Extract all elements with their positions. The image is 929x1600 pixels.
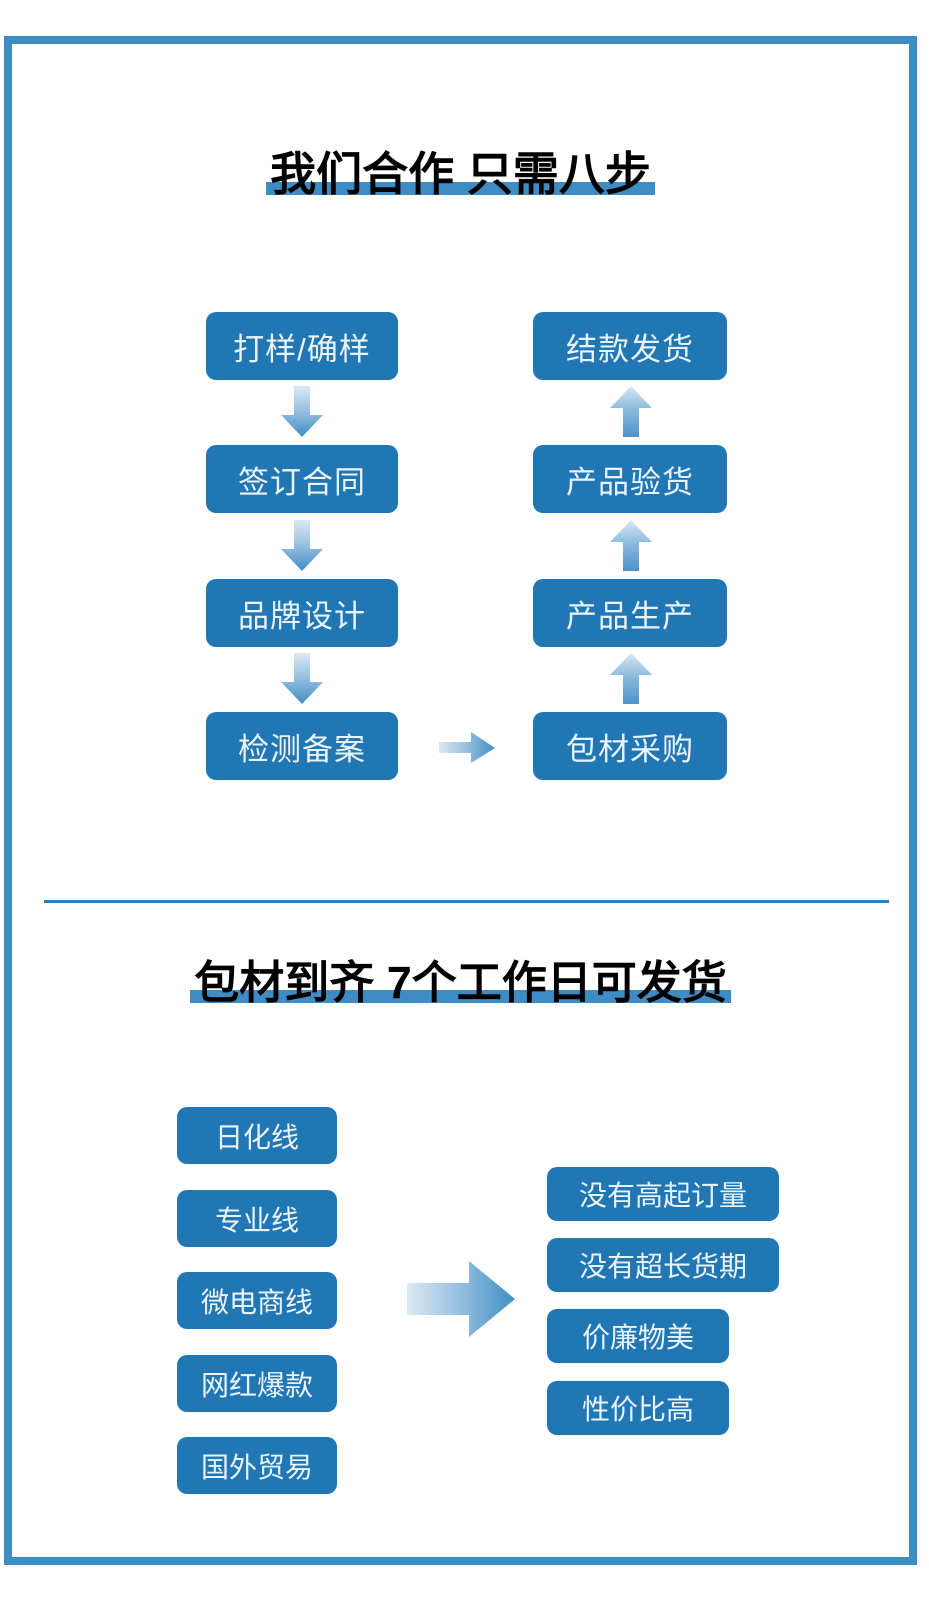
flow-box-right-2[interactable]: 产品验货: [533, 445, 727, 513]
title-underline-bar: [190, 990, 731, 1004]
flow-box-label: 签订合同: [238, 464, 366, 500]
category-pill-label: 日化线: [214, 1121, 299, 1153]
arrow-right-bridge-icon: [439, 732, 496, 769]
category-pill-label: 网红爆款: [200, 1369, 313, 1401]
flow-box-left-4[interactable]: 检测备案: [206, 712, 398, 780]
flow-box-right-3[interactable]: 产品生产: [533, 579, 727, 647]
flow-box-label: 产品验货: [566, 464, 694, 500]
content-frame: 我们合作 只需八步 打样/确样 签订合同 品牌设计 检测备案 结款发货 产品验货…: [4, 36, 917, 1565]
flow-box-label: 包材采购: [566, 731, 694, 767]
arrow-down-2-icon: [277, 520, 327, 577]
flow-box-right-1[interactable]: 结款发货: [533, 312, 727, 380]
category-pill-label: 专业线: [214, 1204, 299, 1236]
arrow-up-3-icon: [606, 653, 656, 710]
arrow-down-1-icon: [277, 386, 327, 443]
benefit-pill-2[interactable]: 没有超长货期: [547, 1238, 779, 1292]
flow-box-label: 结款发货: [566, 331, 694, 367]
arrow-up-2-icon: [606, 520, 656, 577]
category-pill-3[interactable]: 微电商线: [177, 1272, 337, 1329]
category-pill-label: 微电商线: [200, 1286, 313, 1318]
benefit-pill-4[interactable]: 性价比高: [547, 1381, 729, 1435]
flow-box-label: 品牌设计: [238, 598, 366, 634]
flow-box-left-1[interactable]: 打样/确样: [206, 312, 398, 380]
section-one-title-text: 我们合作 只需八步: [270, 148, 651, 200]
flow-box-right-4[interactable]: 包材采购: [533, 712, 727, 780]
category-pill-4[interactable]: 网红爆款: [177, 1355, 337, 1412]
title-underline-bar: [266, 182, 655, 196]
flow-box-left-3[interactable]: 品牌设计: [206, 579, 398, 647]
category-pill-5[interactable]: 国外贸易: [177, 1437, 337, 1494]
arrow-down-3-icon: [277, 653, 327, 710]
arrow-up-1-icon: [606, 386, 656, 443]
benefit-pill-label: 没有高起订量: [578, 1180, 747, 1211]
section-divider: [44, 900, 889, 903]
section-two-title: 包材到齐 7个工作日可发货: [12, 959, 909, 1006]
category-pill-2[interactable]: 专业线: [177, 1190, 337, 1247]
flow-box-left-2[interactable]: 签订合同: [206, 445, 398, 513]
benefit-pill-label: 性价比高: [581, 1394, 694, 1425]
arrow-right-large-icon: [407, 1259, 517, 1344]
benefit-pill-3[interactable]: 价廉物美: [547, 1309, 729, 1363]
benefit-pill-label: 价廉物美: [581, 1322, 694, 1353]
benefit-pill-1[interactable]: 没有高起订量: [547, 1167, 779, 1221]
flow-box-label: 检测备案: [238, 731, 366, 767]
section-one-title: 我们合作 只需八步: [12, 150, 909, 198]
category-pill-label: 国外贸易: [200, 1451, 313, 1483]
category-pill-1[interactable]: 日化线: [177, 1107, 337, 1164]
flow-box-label: 打样/确样: [233, 331, 371, 367]
flow-box-label: 产品生产: [566, 598, 694, 634]
benefit-pill-label: 没有超长货期: [578, 1251, 747, 1282]
section-two-title-text: 包材到齐 7个工作日可发货: [194, 957, 727, 1008]
